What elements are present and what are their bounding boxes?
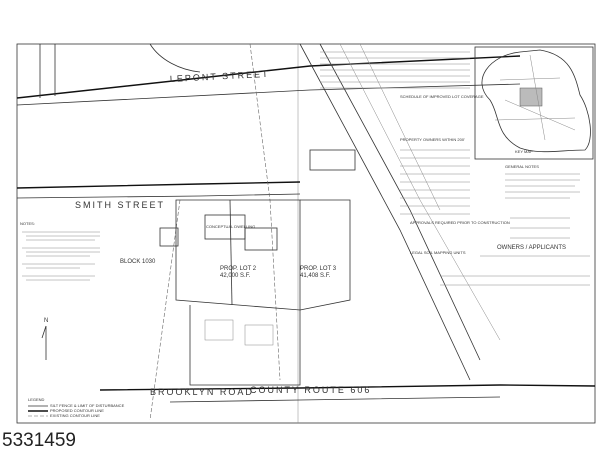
key-map-label: KEY MAP	[515, 149, 533, 154]
drawing-border	[16, 43, 596, 424]
general-notes-lines	[505, 173, 580, 199]
property-owners-heading: PROPERTY OWNERS WITHIN 200'	[400, 137, 465, 142]
approvals-heading: APPROVALS REQUIRED PRIOR TO CONSTRUCTION	[410, 220, 510, 225]
block-label: BLOCK 1030	[120, 259, 156, 265]
signature-lines	[440, 217, 590, 286]
listing-id: 5331459	[2, 430, 76, 451]
notes-text-lines	[22, 231, 100, 281]
north-arrow: N	[41, 318, 48, 360]
coverage-heading: SCHEDULE OF IMPROVED LOT COVERAGE	[400, 94, 484, 99]
notes-heading: NOTES:	[20, 221, 35, 226]
svg-text:PROPOSED CONTOUR LINE: PROPOSED CONTOUR LINE	[50, 408, 104, 413]
right-of-way-lines	[149, 43, 501, 421]
svg-text:LEGEND: LEGEND	[28, 397, 45, 402]
lot-2-area: 42,000 S.F.	[220, 273, 251, 279]
key-map: KEY MAP	[474, 46, 594, 160]
brooklyn-road: BROOKLYN ROAD COUNTY ROUTE 606	[99, 384, 596, 403]
lot-lines	[159, 149, 356, 386]
smith-street-label: SMITH STREET	[75, 200, 165, 210]
dwelling-label: CONCEPTUAL DWELLING	[206, 224, 255, 229]
owners-table-lines	[400, 149, 470, 215]
lot-2-label: PROP. LOT 2	[220, 266, 257, 272]
legend: LEGEND SILT FENCE & LIMIT OF DISTURBANCE…	[28, 397, 125, 418]
county-route-label: COUNTY ROUTE 606	[250, 385, 371, 395]
smith-street: SMITH STREET	[16, 181, 301, 210]
lot-3-area: 41,408 S.F.	[300, 273, 331, 279]
svg-text:SILT FENCE & LIMIT OF DISTURBA: SILT FENCE & LIMIT OF DISTURBANCE	[50, 403, 125, 408]
general-notes-heading: GENERAL NOTES	[505, 164, 539, 169]
soil-heading: LEGAL SOIL MAPPING UNITS	[410, 250, 466, 255]
zoning-table	[320, 51, 470, 89]
brooklyn-road-label: BROOKLYN ROAD	[150, 387, 254, 397]
owners-applicants-heading: OWNERS / APPLICANTS	[497, 245, 566, 251]
lot-3-label: PROP. LOT 3	[300, 266, 337, 272]
svg-text:EXISTING CONTOUR LINE: EXISTING CONTOUR LINE	[50, 413, 100, 418]
svg-text:N: N	[44, 318, 48, 324]
